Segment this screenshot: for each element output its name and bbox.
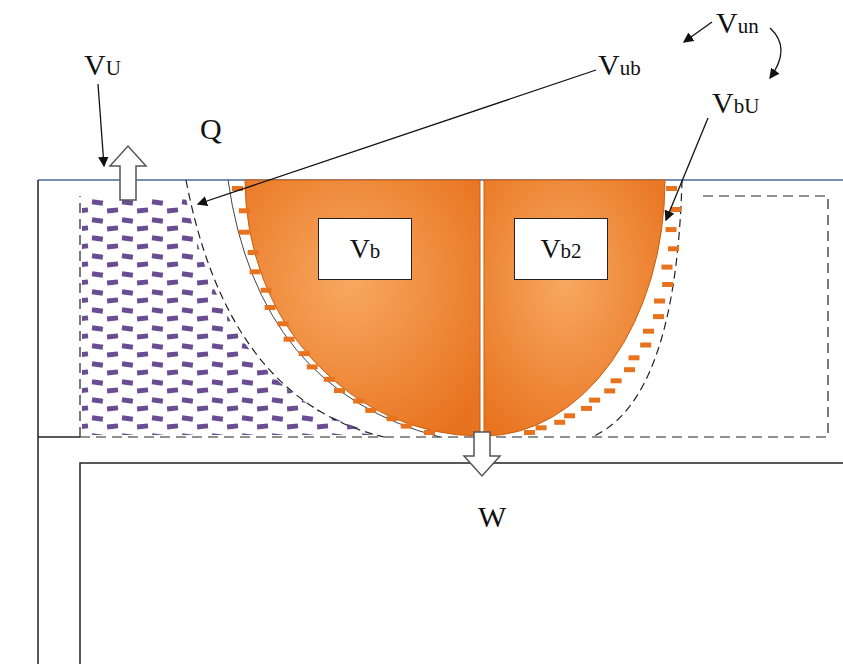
orange-particle [629, 355, 640, 360]
volume-box: Vb [318, 218, 412, 280]
symbol-label: Vun [716, 6, 759, 39]
orange-particle [307, 364, 318, 369]
orange-particle [670, 207, 681, 212]
volume-label: Vb [350, 234, 381, 265]
orange-particle [284, 337, 295, 342]
heat-arrow [110, 146, 146, 200]
orange-particle [365, 408, 376, 413]
lower-box [80, 463, 843, 664]
orange-particles [232, 186, 681, 435]
orange-particle [640, 343, 651, 348]
orange-particle [624, 367, 635, 372]
orange-particle [589, 398, 600, 403]
volume-box: Vb2 [514, 218, 608, 280]
bubble-left-half [245, 180, 480, 436]
leader-line [770, 28, 781, 78]
leader-line [98, 84, 104, 166]
work-arrow [464, 432, 500, 476]
symbol-label: VbU [712, 86, 759, 119]
orange-particle [424, 430, 435, 435]
ledge-line [38, 436, 80, 438]
orange-particle [239, 208, 250, 213]
volume-label: Vb2 [540, 234, 581, 265]
orange-particle [554, 420, 565, 425]
orange-particle [250, 269, 261, 274]
orange-particle [611, 378, 622, 383]
symbol-label: VU [84, 48, 121, 81]
leader-line [684, 22, 712, 42]
orange-particle [401, 424, 412, 429]
orange-particle [564, 413, 575, 418]
orange-particle [654, 299, 665, 304]
orange-particle [581, 406, 592, 411]
leader-line [198, 70, 596, 204]
orange-particle [662, 265, 673, 270]
left-wall [37, 180, 39, 664]
orange-particle [668, 246, 679, 251]
orange-particle [299, 351, 310, 356]
orange-particle [536, 425, 547, 430]
orange-particle [662, 282, 673, 287]
orange-particle [604, 388, 615, 393]
symbol-label: Q [200, 112, 222, 145]
orange-particle [353, 399, 364, 404]
symbol-label: Vub [598, 48, 641, 81]
bubble-right-half [484, 180, 665, 436]
orange-particle [643, 329, 654, 334]
orange-particle [653, 314, 664, 319]
orange-particle [324, 377, 335, 382]
orange-particle [666, 227, 677, 232]
orange-particle [261, 288, 272, 293]
orange-particle [334, 388, 345, 393]
orange-particle [666, 186, 677, 191]
orange-particle [278, 321, 289, 326]
orange-particle [239, 230, 250, 235]
orange-particle [265, 305, 276, 310]
leader-line [666, 118, 708, 220]
orange-particle [387, 416, 398, 421]
orange-particle [248, 250, 259, 255]
symbol-label: W [478, 500, 506, 533]
orange-particle [524, 430, 535, 435]
